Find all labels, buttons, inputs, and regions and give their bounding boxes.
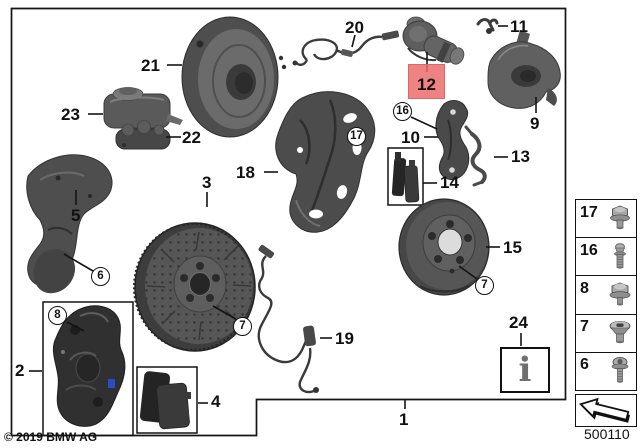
part-19-wear-sensor-cable xyxy=(257,244,319,394)
part-label-10[interactable]: 10 xyxy=(401,128,420,147)
part-callout-7-front[interactable]: 7 xyxy=(233,317,252,336)
part-label-21[interactable]: 21 xyxy=(141,56,160,75)
part-label-3[interactable]: 3 xyxy=(202,173,212,192)
part-label-22[interactable]: 22 xyxy=(182,128,201,147)
front-pads-group-box xyxy=(136,366,198,434)
part-11-retaining-clip xyxy=(476,18,499,34)
part-9-rear-caliper xyxy=(487,30,561,109)
part-20-wear-sensor-cable xyxy=(292,30,400,66)
part-label-5[interactable]: 5 xyxy=(71,206,81,225)
part-label-4[interactable]: 4 xyxy=(211,392,221,411)
part-callout-16[interactable]: 16 xyxy=(393,102,412,121)
legend-row-7[interactable]: 7 xyxy=(576,315,636,353)
part-label-14[interactable]: 14 xyxy=(440,173,459,192)
front-caliper-group-box xyxy=(42,301,134,437)
info-icon: i xyxy=(518,350,532,390)
collar-stud-bolt-icon xyxy=(614,243,626,269)
part-label-19[interactable]: 19 xyxy=(335,329,354,348)
part-14-rear-brake-pads xyxy=(391,152,420,203)
copyright-notice: © 2019 BMW AG xyxy=(4,430,98,444)
part-callout-6[interactable]: 6 xyxy=(91,267,110,286)
part-12-highlight[interactable]: 12 xyxy=(408,64,445,99)
part-callout-7-rear[interactable]: 7 xyxy=(475,276,494,295)
hex-flange-bolt-icon xyxy=(610,205,630,229)
legend-row-17[interactable]: 17 xyxy=(576,200,636,239)
part-label-1[interactable]: 1 xyxy=(399,410,409,429)
part-label-13[interactable]: 13 xyxy=(511,147,530,166)
part-21-brake-booster xyxy=(181,16,287,138)
direction-arrow-box xyxy=(575,394,637,427)
countersunk-socket-screw-icon xyxy=(609,321,631,344)
legend-label-7: 7 xyxy=(580,318,589,336)
part-label-24[interactable]: 24 xyxy=(509,313,528,332)
legend-label-17: 17 xyxy=(580,203,598,221)
legend-row-6[interactable]: 6 xyxy=(576,353,636,390)
main-diagram-frame xyxy=(10,7,567,437)
part-label-20[interactable]: 20 xyxy=(345,18,364,37)
part-10-caliper-carrier xyxy=(435,100,470,181)
part-label-23[interactable]: 23 xyxy=(61,105,80,124)
legend-label-8: 8 xyxy=(580,280,589,297)
info-box[interactable]: i xyxy=(500,347,550,393)
part-23-fluid-reservoir xyxy=(103,87,183,129)
legend-label-16: 16 xyxy=(580,241,598,259)
legend-row-16[interactable]: 16 xyxy=(576,238,636,277)
part-4-front-brake-pads xyxy=(139,371,191,430)
part-5-front-dust-shield xyxy=(26,154,113,294)
part-12-actuator xyxy=(402,16,465,65)
part-callout-17[interactable]: 17 xyxy=(347,127,366,146)
leader-lines xyxy=(29,25,537,404)
part-label-9[interactable]: 9 xyxy=(530,114,540,133)
part-22-master-cylinder xyxy=(115,120,171,150)
part-3-front-brake-disc xyxy=(133,222,256,352)
torx-pan-screw-icon xyxy=(611,357,629,384)
part-label-15[interactable]: 15 xyxy=(503,238,522,257)
hex-flange-screw-icon xyxy=(609,282,631,306)
part-13-spring-bracket xyxy=(464,125,487,187)
diagram-code: 500110 xyxy=(584,426,630,442)
fastener-legend: 17 16 8 xyxy=(575,199,637,391)
part-2-front-caliper xyxy=(52,305,126,427)
caliper-blue-mark xyxy=(108,379,115,388)
part-callout-8[interactable]: 8 xyxy=(48,306,67,325)
direction-arrow-icon xyxy=(579,397,631,423)
rear-pads-group-box xyxy=(387,147,424,206)
part-15-rear-brake-disc xyxy=(398,198,490,296)
part-18-rear-dust-shield xyxy=(275,91,376,233)
part-label-18[interactable]: 18 xyxy=(236,163,255,182)
part-label-2[interactable]: 2 xyxy=(15,361,25,380)
legend-label-6: 6 xyxy=(580,356,589,374)
part-label-11[interactable]: 11 xyxy=(510,17,528,36)
legend-row-8[interactable]: 8 xyxy=(576,276,636,315)
